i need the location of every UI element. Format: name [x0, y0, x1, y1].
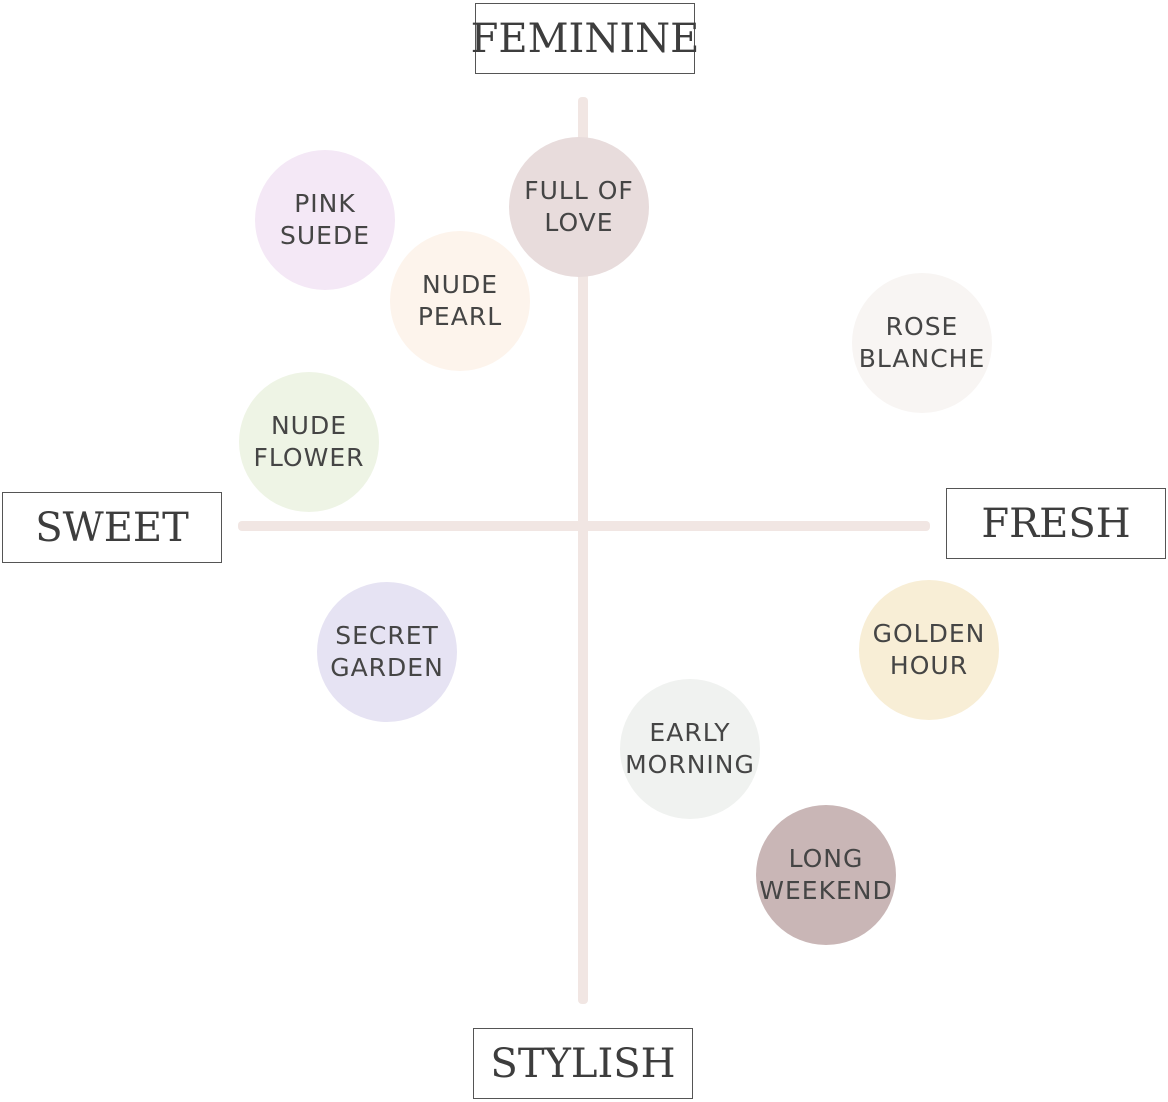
scent-label-line: BLANCHE — [858, 344, 986, 373]
scent-label-line: LONG — [788, 844, 864, 873]
scent-early-morning: EARLY MORNING — [620, 679, 760, 819]
scent-label-line: ROSE — [885, 312, 959, 341]
scent-label-line: PEARL — [417, 302, 503, 331]
scent-rose-blanche: ROSE BLANCHE — [852, 273, 992, 413]
vertical-axis-line — [578, 97, 588, 1004]
scent-golden-hour: GOLDEN HOUR — [859, 580, 999, 720]
scent-secret-garden: SECRET GARDEN — [317, 582, 457, 722]
scent-pink-suede: PINK SUEDE — [255, 150, 395, 290]
scent-long-weekend: LONG WEEKEND — [756, 805, 896, 945]
axis-label-sweet: SWEET — [2, 492, 222, 563]
scent-label-line: PINK — [294, 189, 356, 218]
scent-label-line: LOVE — [544, 208, 614, 237]
scent-nude-flower: NUDE FLOWER — [239, 372, 379, 512]
scent-label-line: SECRET — [335, 621, 439, 650]
scent-label-line: NUDE — [270, 411, 348, 440]
scent-label-line: FULL OF — [524, 176, 634, 205]
horizontal-axis-line — [238, 521, 930, 531]
scent-label-line: WEEKEND — [759, 876, 893, 905]
scent-label-line: FLOWER — [253, 443, 365, 472]
scent-label-line: HOUR — [889, 651, 969, 680]
axis-label-feminine: FEMININE — [471, 3, 699, 74]
scent-label-line: SUEDE — [279, 221, 370, 250]
scent-full-of-love: FULL OF LOVE — [509, 137, 649, 277]
scent-label-line: MORNING — [625, 750, 755, 779]
scent-label-line: NUDE — [421, 270, 499, 299]
scent-label-line: GARDEN — [330, 653, 444, 682]
axis-label-fresh: FRESH — [946, 488, 1166, 559]
scent-nude-pearl: NUDE PEARL — [390, 231, 530, 371]
scent-label-line: EARLY — [649, 718, 731, 747]
axis-label-stylish: STYLISH — [473, 1028, 693, 1099]
scent-label-line: GOLDEN — [872, 619, 986, 648]
